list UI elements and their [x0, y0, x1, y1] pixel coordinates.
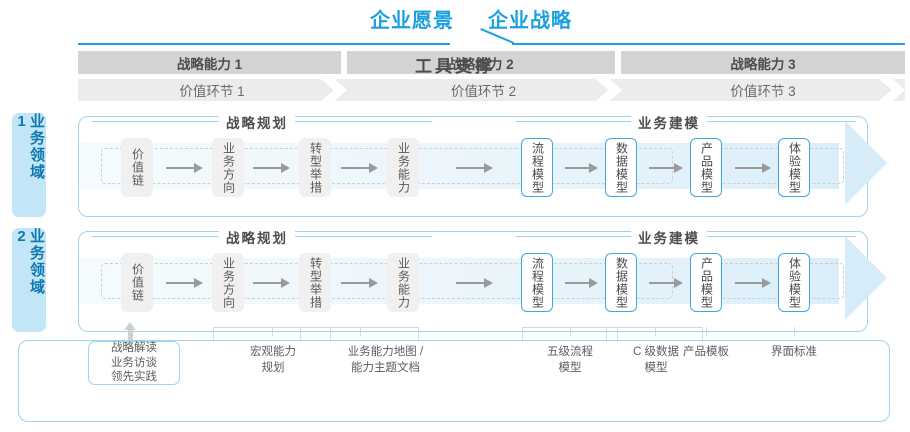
- stage-label: 产品模型: [699, 256, 714, 309]
- tool-tick-5: [706, 327, 707, 337]
- pointer-line-right: [512, 43, 905, 45]
- enterprise-vision-title: 企业愿景: [370, 10, 454, 32]
- stage-box-data-model-1[interactable]: 数据模型: [605, 138, 637, 197]
- stage-box-business-direction-2[interactable]: 业务方向: [212, 253, 244, 312]
- flow-arrow-icon: [565, 277, 598, 289]
- flow-arrow-icon: [166, 162, 203, 174]
- tool-key-box: 战略解读 业务访谈 领先实践: [88, 341, 180, 385]
- tool-support-title: 工具支撑: [415, 57, 495, 76]
- tool-bracket-1: [213, 327, 331, 340]
- section-title-modeling-2: 业务建模: [631, 227, 707, 247]
- tool-label-macro-capability: 宏观能力 规划: [250, 346, 296, 374]
- stage-label: 流程模型: [530, 141, 545, 194]
- stage-box-product-model-1[interactable]: 产品模型: [690, 138, 722, 197]
- stage-box-business-capability-2[interactable]: 业务能力: [387, 253, 419, 312]
- flow-arrow-icon: [341, 277, 378, 289]
- capability-label: 战略能力 3: [730, 56, 796, 72]
- capability-bar-1: 战略能力 1: [78, 51, 341, 74]
- tool-label-capability-map: 业务能力地图 / 能力主题文档: [347, 346, 424, 374]
- value-chevron-icon-1: [321, 79, 347, 101]
- flow-arrow-icon: [341, 162, 378, 174]
- stage-label: 转型举措: [308, 256, 323, 309]
- enterprise-strategy-title: 企业战略: [488, 10, 572, 32]
- pointer-line-left: [78, 43, 450, 45]
- tool-bracket-4: [606, 327, 703, 340]
- tool-label-process-model: 五级流程 模型: [547, 346, 593, 374]
- stage-label: 产品模型: [699, 141, 714, 194]
- stage-box-experience-model-2[interactable]: 体验模型: [778, 253, 810, 312]
- tool-tick-6: [794, 327, 795, 337]
- stage-label: 业务方向: [221, 141, 236, 194]
- value-chain-label: 价值环节 3: [730, 84, 796, 99]
- stage-label: 业务方向: [221, 256, 236, 309]
- stage-label: 价值链: [130, 148, 145, 187]
- stage-label: 业务能力: [396, 256, 411, 309]
- stage-box-business-capability-1[interactable]: 业务能力: [387, 138, 419, 197]
- stage-box-transformation-1[interactable]: 转型举措: [299, 138, 331, 197]
- value-chain-bar-2: 价值环节 2: [346, 79, 621, 101]
- stage-box-experience-model-1[interactable]: 体验模型: [778, 138, 810, 197]
- flow-arrow-icon: [649, 277, 683, 289]
- stage-box-product-model-2[interactable]: 产品模型: [690, 253, 722, 312]
- stage-box-business-direction-1[interactable]: 业务方向: [212, 138, 244, 197]
- domain-label: 业务领域 1: [13, 113, 45, 181]
- stage-label: 转型举措: [308, 141, 323, 194]
- stage-box-value-chain-2[interactable]: 价值链: [121, 253, 153, 312]
- stage-label: 体验模型: [787, 256, 802, 309]
- value-chain-bar-3: 价值环节 3: [621, 79, 905, 101]
- flow-arrow-icon: [735, 162, 771, 174]
- stage-box-data-model-2[interactable]: 数据模型: [605, 253, 637, 312]
- flow-arrow-icon: [649, 162, 683, 174]
- stage-label: 价值链: [130, 263, 145, 302]
- stage-label: 数据模型: [614, 256, 629, 309]
- tool-label-ui-standard: 界面标准: [771, 346, 817, 358]
- value-chain-strip: 价值环节 1 价值环节 2 价值环节 3: [78, 79, 905, 101]
- flow-arrow-icon: [253, 162, 290, 174]
- flow-arrow-icon: [253, 277, 290, 289]
- section-title-planning-2: 战略规划: [219, 227, 295, 247]
- capability-bar-3: 战略能力 3: [621, 51, 905, 74]
- flow-arrow-icon: [166, 277, 203, 289]
- value-chain-bar-1: 价值环节 1: [78, 79, 346, 101]
- value-chevron-icon-3: [879, 79, 905, 101]
- stage-box-process-model-1[interactable]: 流程模型: [521, 138, 553, 197]
- stage-label: 流程模型: [530, 256, 545, 309]
- tool-bracket-2: [300, 327, 419, 340]
- stage-box-value-chain-1[interactable]: 价值链: [121, 138, 153, 197]
- sidebar-item-domain-1[interactable]: 业务领域 1: [12, 113, 46, 217]
- capability-bar-2: 战略能力 2: [347, 51, 615, 74]
- capability-label: 战略能力 2: [448, 56, 514, 72]
- stage-box-process-model-2[interactable]: 流程模型: [521, 253, 553, 312]
- tool-up-arrow-icon: [124, 322, 137, 342]
- capability-label: 战略能力 1: [176, 56, 243, 72]
- flow-arrow-icon: [456, 277, 493, 289]
- stage-label: 体验模型: [787, 141, 802, 194]
- tool-label-data-model: C 级数据 模型: [633, 346, 679, 374]
- value-chevron-icon-2: [596, 79, 622, 101]
- stage-label: 业务能力: [396, 141, 411, 194]
- value-chain-label: 价值环节 2: [450, 84, 517, 99]
- stage-box-transformation-2[interactable]: 转型举措: [299, 253, 331, 312]
- section-title-modeling-1: 业务建模: [631, 112, 707, 132]
- section-title-planning-1: 战略规划: [219, 112, 295, 132]
- flow-arrow-icon: [735, 277, 771, 289]
- tool-label-product-template: 产品模板: [683, 346, 729, 358]
- tool-bracket-3: [522, 327, 618, 340]
- flow-arrow-icon: [565, 162, 598, 174]
- value-chain-label: 价值环节 1: [179, 84, 245, 99]
- sidebar-item-domain-2[interactable]: 业务领域 2: [12, 228, 46, 332]
- domain-label: 业务领域 2: [13, 228, 45, 296]
- stage-label: 数据模型: [614, 141, 629, 194]
- tool-support-container: [18, 340, 890, 422]
- flow-arrow-icon: [456, 162, 493, 174]
- pointer-peak-icon: [448, 28, 514, 45]
